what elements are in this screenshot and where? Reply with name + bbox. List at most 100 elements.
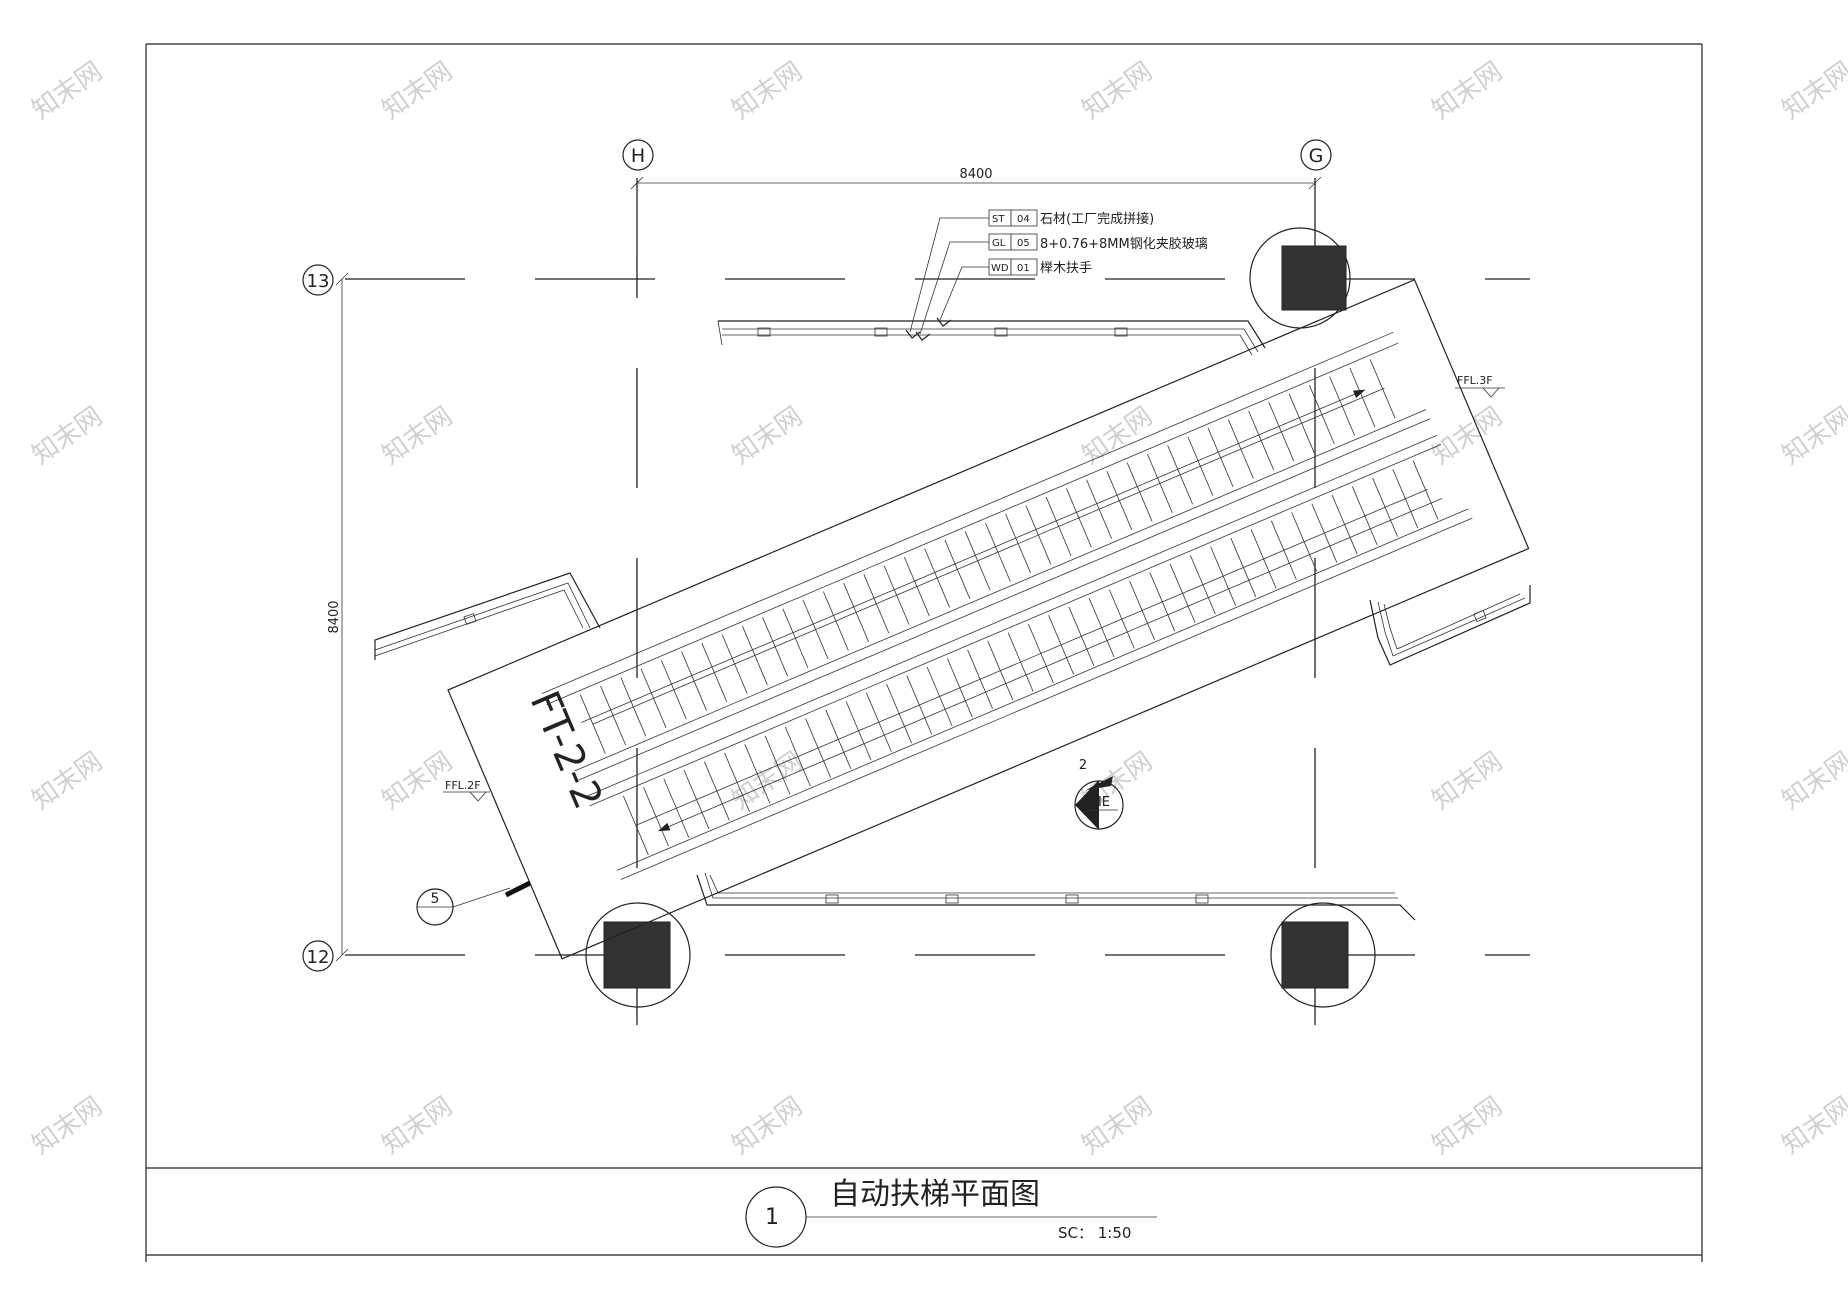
step-line — [724, 752, 750, 813]
level-marker-lower: FFL.2F — [443, 779, 490, 802]
step-line — [1106, 471, 1133, 531]
drawing-title: 自动扶梯平面图 — [830, 1177, 1040, 1212]
step-line — [663, 778, 690, 838]
tag-wd-desc: 榉木扶手 — [1040, 261, 1092, 276]
watermark-text: 知末网 — [1777, 401, 1848, 470]
step-line — [741, 625, 768, 685]
watermark-text: 知末网 — [1777, 1091, 1848, 1160]
step-line — [703, 761, 730, 821]
tag-st-desc: 石材(工厂完成拼接) — [1040, 211, 1154, 227]
watermark-text: 知末网 — [1077, 56, 1158, 125]
grid-label-g: G — [1309, 145, 1324, 167]
step-line — [764, 735, 791, 795]
watermark-text: 知末网 — [1427, 401, 1508, 470]
grid-bubble-h: H — [622, 139, 654, 171]
top-dimension: 8400 — [630, 167, 1322, 190]
tag-gl-code: GL — [992, 238, 1006, 249]
title-block: 1 自动扶梯平面图 SC： 1:50 — [745, 1177, 1157, 1248]
step-line — [1147, 453, 1173, 514]
watermark-text: 知末网 — [1777, 746, 1848, 815]
step-line — [863, 574, 890, 634]
handrail-line-8 — [620, 517, 1473, 880]
material-tags: ST 04 石材(工厂完成拼接) GL 05 8+0.76+8MM钢化夹胶玻璃 … — [905, 209, 1208, 341]
watermark-text: 知末网 — [1427, 746, 1508, 815]
watermark-text: 知末网 — [1427, 1091, 1508, 1160]
step-line — [1329, 376, 1356, 436]
step-line — [1311, 503, 1338, 563]
step-line — [1351, 486, 1378, 546]
drawing-number: 1 — [765, 1205, 779, 1230]
watermark-text: 知末网 — [377, 401, 458, 470]
left-dimension-text: 8400 — [327, 600, 342, 633]
section-callout-5: 5 — [416, 880, 532, 926]
balustrade-right — [1369, 585, 1531, 666]
step-line — [1167, 445, 1193, 505]
step-line — [984, 522, 1011, 582]
step-line — [1268, 402, 1295, 462]
step-line — [926, 666, 953, 727]
step-line — [1288, 393, 1315, 453]
step-line — [1068, 606, 1095, 666]
step-line — [620, 677, 647, 737]
step-line — [1086, 479, 1112, 539]
watermark-text: 知末网 — [27, 1091, 108, 1160]
escalator-ft-2-2: FT-2-2 — [447, 278, 1530, 960]
step-line — [762, 617, 788, 677]
step-line — [1250, 529, 1277, 589]
tag-wd-num: 01 — [1017, 263, 1030, 274]
step-line — [1007, 632, 1034, 692]
level-upper-text: FFL.3F — [1457, 374, 1493, 387]
step-line — [1210, 546, 1236, 606]
escalator-handrails — [541, 331, 1473, 880]
level-marker-upper: FFL.3F — [1455, 374, 1505, 398]
step-line — [784, 726, 811, 787]
step-line — [865, 692, 892, 752]
step-line — [1129, 580, 1155, 641]
escalator-steps — [579, 359, 1439, 855]
tag-st-num: 04 — [1017, 214, 1030, 225]
handrail-line-5 — [585, 434, 1438, 798]
step-line — [721, 634, 748, 694]
handrail-line-7 — [616, 508, 1469, 871]
handrail-line-4 — [578, 418, 1431, 781]
grid-label-12: 12 — [307, 947, 330, 968]
step-line — [1369, 359, 1396, 419]
step-line — [1291, 512, 1317, 572]
escalator-outline — [447, 278, 1530, 960]
step-line — [822, 591, 849, 651]
step-line — [1045, 496, 1072, 557]
step-line — [1065, 488, 1092, 548]
step-line — [1025, 505, 1052, 565]
watermark-text: 知末网 — [27, 56, 108, 125]
step-line — [906, 675, 933, 735]
step-line — [1005, 513, 1031, 574]
handrail-line-2 — [546, 342, 1399, 706]
balustrade-bottom — [696, 872, 1416, 921]
step-line — [805, 718, 831, 778]
handrail-line-6 — [589, 444, 1442, 807]
watermark-text: 知末网 — [1777, 56, 1848, 125]
step-line — [1372, 477, 1398, 537]
step-line — [1126, 462, 1153, 522]
step-line — [1392, 469, 1419, 529]
step-line — [1027, 623, 1054, 684]
step-line — [660, 660, 687, 720]
level-lower-text: FFL.2F — [445, 779, 481, 792]
watermark-text: 知末网 — [27, 401, 108, 470]
grid-label-h: H — [631, 145, 645, 167]
escalator-id-label: FT-2-2 — [521, 685, 611, 816]
step-line — [1270, 520, 1297, 580]
step-line — [967, 649, 993, 709]
drawing-scale: SC： 1:50 — [1058, 1224, 1131, 1242]
step-line — [782, 608, 809, 668]
column-top-right — [1249, 227, 1351, 329]
elevation-number: 2 — [1079, 758, 1087, 773]
step-line — [845, 701, 872, 761]
watermark-layer: 知末网知末网知末网知末网知末网知末网知末网知末网知末网知末网知末网知末网知末网知… — [27, 56, 1848, 1160]
step-line — [886, 684, 912, 744]
step-line — [944, 539, 971, 599]
handrail-line-3 — [574, 409, 1427, 772]
grid-bubble-13: 13 — [302, 264, 334, 296]
step-line — [1048, 615, 1074, 675]
